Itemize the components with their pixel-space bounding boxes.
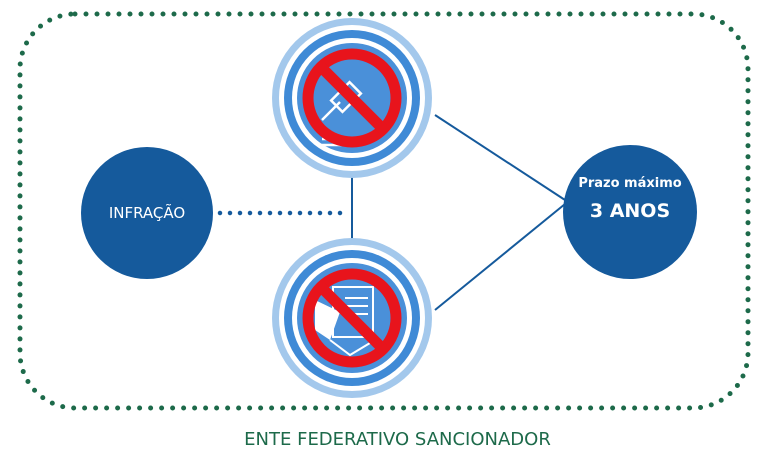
prohibited-gavel-icon (272, 18, 432, 178)
infraction-label: INFRAÇÃO (108, 204, 186, 222)
infraction-circle (81, 147, 213, 279)
result-line1: Prazo máximo (578, 176, 682, 191)
caption: ENTE FEDERATIVO SANCIONADOR (244, 429, 551, 450)
prohibited-handshake-contract-icon (272, 238, 432, 398)
result-line2: 3 ANOS (589, 200, 671, 222)
result-circle (563, 145, 697, 279)
top-connector (434, 114, 566, 201)
dotted-border (17, 11, 751, 411)
bottom-connector (434, 203, 566, 311)
